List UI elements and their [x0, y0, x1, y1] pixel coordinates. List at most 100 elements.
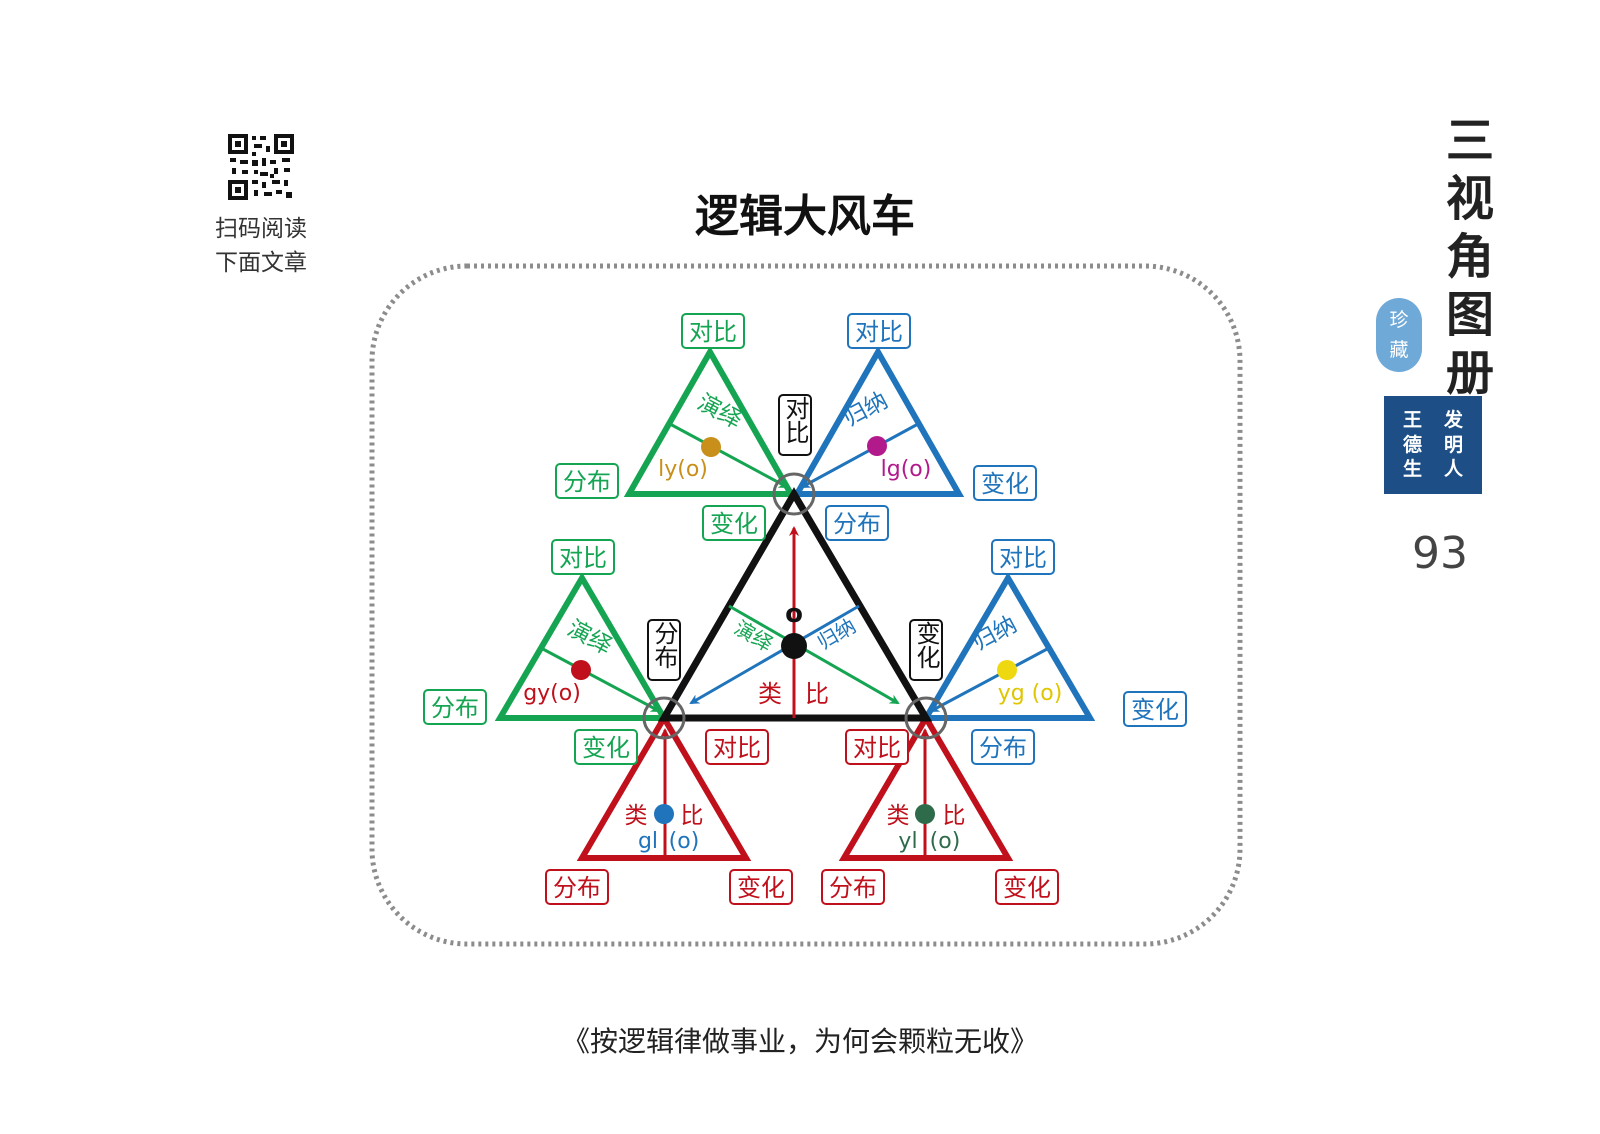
center-guina-label: 归纳	[813, 614, 860, 655]
yl-tag-left: 分布	[829, 874, 877, 902]
center-tag-right-box	[909, 619, 943, 681]
gl-tag-top-box	[705, 729, 769, 765]
ly-tag-top-box	[681, 313, 745, 349]
lg-tag-bottom-box	[825, 505, 889, 541]
seal-char: 生	[1402, 458, 1422, 481]
seal-char: 德	[1402, 433, 1422, 456]
yl-tag-top: 对比	[853, 734, 901, 762]
footer-caption: 《按逻辑律做事业，为何会颗粒无收》	[561, 1025, 1038, 1058]
yl-lei-label: 类	[887, 803, 910, 829]
seal-char: 明	[1443, 433, 1463, 456]
gy-divider-line	[540, 646, 661, 713]
seal-char: 发	[1443, 409, 1463, 431]
ly-tag-top: 对比	[689, 318, 737, 346]
lg-divider-line	[800, 422, 919, 489]
seal-char: 人	[1443, 458, 1463, 481]
yl-node	[915, 804, 935, 824]
lg-node-label: lg(o)	[881, 457, 932, 482]
qr-caption-line-1: 扫码阅读	[215, 216, 307, 242]
left-vertex-ring	[642, 696, 686, 740]
center-tag-top: 对比	[781, 396, 809, 444]
yl-node-suffix: (o)	[930, 829, 961, 854]
yl-tag-right-box	[995, 869, 1059, 905]
ly-triangle	[623, 345, 797, 497]
gy-tag-left-box	[423, 689, 487, 725]
yl-bi-label: 比	[943, 803, 966, 829]
center-tag-left-box	[647, 619, 681, 681]
yg-inner-label: 归纳	[968, 612, 1021, 657]
center-node-label: o	[785, 599, 803, 629]
gl-node	[654, 804, 674, 824]
lg-tag-bottom: 分布	[833, 510, 881, 538]
gl-node-label: gl	[638, 829, 658, 854]
lg-node	[867, 436, 887, 456]
ly-tag-left: 分布	[563, 468, 611, 496]
ly-tag-bottom-box	[702, 505, 766, 541]
gl-tag-left-box	[545, 869, 609, 905]
gy-node	[571, 660, 591, 680]
center-yanyi-arrow	[728, 604, 900, 705]
yg-node	[997, 660, 1017, 680]
lg-tag-top-box	[847, 313, 911, 349]
lg-tag-right: 变化	[981, 470, 1029, 498]
book-title-char: 角	[1445, 229, 1494, 285]
dotted-frame	[369, 263, 1243, 947]
yg-tag-right-box	[1123, 691, 1187, 727]
ly-node	[701, 437, 721, 457]
book-title-char: 三	[1445, 113, 1494, 169]
right-vertex-ring	[904, 696, 948, 740]
gl-tag-right-box	[729, 869, 793, 905]
ly-tag-bottom: 变化	[710, 510, 758, 538]
yg-node-label: yg (o)	[998, 681, 1063, 706]
center-tag-top-box	[778, 394, 812, 456]
yg-divider-line	[929, 646, 1050, 713]
gl-bi-label: 比	[681, 803, 704, 829]
page-number: 93	[1412, 528, 1468, 579]
gy-tag-top: 对比	[559, 544, 607, 572]
yg-tag-bottom: 分布	[979, 734, 1027, 762]
gy-tag-bottom-box	[574, 729, 638, 765]
ly-node-label: ly(o)	[658, 457, 708, 482]
seal-char: 珍	[1389, 309, 1409, 331]
gy-tag-top-box	[551, 539, 615, 575]
collection-seal: 珍 藏	[1376, 298, 1422, 372]
center-yanyi-label: 演绎	[730, 616, 777, 657]
ly-tag-left-box	[555, 463, 619, 499]
yl-node-label: yl	[898, 829, 917, 854]
yl-tag-left-box	[821, 869, 885, 905]
seal-char: 藏	[1389, 339, 1409, 361]
center-node	[781, 633, 807, 659]
center-bi-label: 比	[805, 680, 829, 708]
qr-caption: 扫码阅读 下面文章	[196, 212, 326, 280]
lg-inner-label: 归纳	[839, 388, 892, 433]
yl-tag-right: 变化	[1003, 874, 1051, 902]
seal-char: 王	[1402, 409, 1422, 431]
center-tag-right: 变化	[912, 621, 940, 669]
gl-node-suffix: (o)	[669, 829, 700, 854]
center-lei-label: 类	[758, 680, 782, 708]
gy-tag-left: 分布	[431, 694, 479, 722]
gl-tag-right: 变化	[737, 874, 785, 902]
qr-code-icon	[228, 134, 294, 200]
lg-tag-top: 对比	[855, 318, 903, 346]
qr-caption-line-2: 下面文章	[215, 250, 307, 276]
gl-tag-top: 对比	[713, 734, 761, 762]
yg-tag-right: 变化	[1131, 696, 1179, 724]
inventor-seal: 王 发 德 明 生 人	[1384, 396, 1482, 494]
gy-tag-bottom: 变化	[582, 734, 630, 762]
top-vertex-ring	[772, 472, 816, 516]
lg-tag-right-box	[973, 465, 1037, 501]
book-title-char: 视	[1445, 171, 1494, 227]
lg-triangle	[791, 345, 965, 497]
ly-divider-line	[669, 422, 789, 489]
gy-node-label: gy(o)	[523, 681, 581, 706]
yl-tag-top-box	[845, 729, 909, 765]
book-title-char: 图	[1445, 287, 1494, 343]
center-tag-left: 分布	[650, 621, 678, 669]
yg-tag-bottom-box	[971, 729, 1035, 765]
book-title-char: 册	[1445, 345, 1494, 401]
yg-tag-top: 对比	[999, 544, 1047, 572]
diagram-title: 逻辑大风车	[695, 191, 915, 242]
center-guina-arrow	[689, 604, 860, 705]
